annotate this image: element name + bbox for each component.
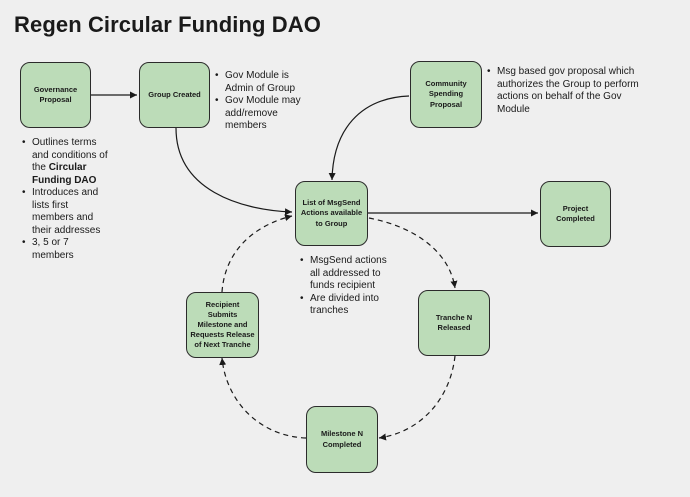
arrow-milestone-to-recipient [219, 357, 307, 439]
group-notes: Gov Module is Admin of Group Gov Module … [213, 70, 309, 133]
page-title: Regen Circular Funding DAO [14, 12, 321, 37]
note-item: Gov Module is Admin of Group [213, 70, 309, 95]
node-tranche-released[interactable]: Tranche N Released [418, 290, 490, 356]
arrow-tranche-to-milestone [378, 355, 456, 441]
note-text: Outlines terms and conditions of the [32, 137, 108, 173]
note-item: Outlines terms and conditions of the Cir… [20, 137, 112, 187]
note-item: Introduces and lists first members and t… [20, 187, 112, 237]
note-text: Are divided into tranches [310, 292, 379, 317]
arrow-recipient-to-msgsend [221, 214, 293, 293]
arrow-community-to-msgsend [328, 95, 410, 181]
note-text: Introduces and lists first members and t… [32, 187, 101, 236]
note-item: MsgSend actions all addressed to funds r… [298, 255, 390, 293]
note-bold-text: Circular Funding DAO [32, 162, 97, 186]
node-project-completed[interactable]: Project Completed [540, 181, 611, 247]
node-msgsend-list[interactable]: List of MsgSend Actions available to Gro… [295, 181, 368, 246]
governance-notes: Outlines terms and conditions of the Cir… [20, 137, 112, 262]
node-community-spending-proposal[interactable]: Community Spending Proposal [410, 61, 482, 128]
note-text: Gov Module is Admin of Group [225, 70, 296, 94]
note-item: Gov Module may add/remove members [213, 95, 309, 133]
note-item: Msg based gov proposal which authorizes … [485, 66, 653, 116]
note-item: Are divided into tranches [298, 293, 390, 318]
arrow-msgsend-to-tranche [368, 217, 458, 289]
note-item: 3, 5 or 7 members [20, 237, 112, 262]
note-text: 3, 5 or 7 members [32, 237, 74, 261]
node-milestone-completed[interactable]: Milestone N Completed [306, 406, 378, 473]
arrow-group-to-msgsend [175, 127, 293, 216]
node-governance-proposal[interactable]: Governance Proposal [20, 62, 91, 128]
note-text: Msg based gov proposal which authorizes … [497, 66, 639, 115]
community-notes: Msg based gov proposal which authorizes … [485, 66, 653, 116]
node-group-created[interactable]: Group Created [139, 62, 210, 128]
note-text: MsgSend actions all addressed to funds r… [310, 255, 387, 291]
msgsend-notes: MsgSend actions all addressed to funds r… [298, 255, 390, 318]
note-text: Gov Module may add/remove members [225, 95, 301, 131]
node-recipient-submits[interactable]: Recipient Submits Milestone and Requests… [186, 292, 259, 358]
